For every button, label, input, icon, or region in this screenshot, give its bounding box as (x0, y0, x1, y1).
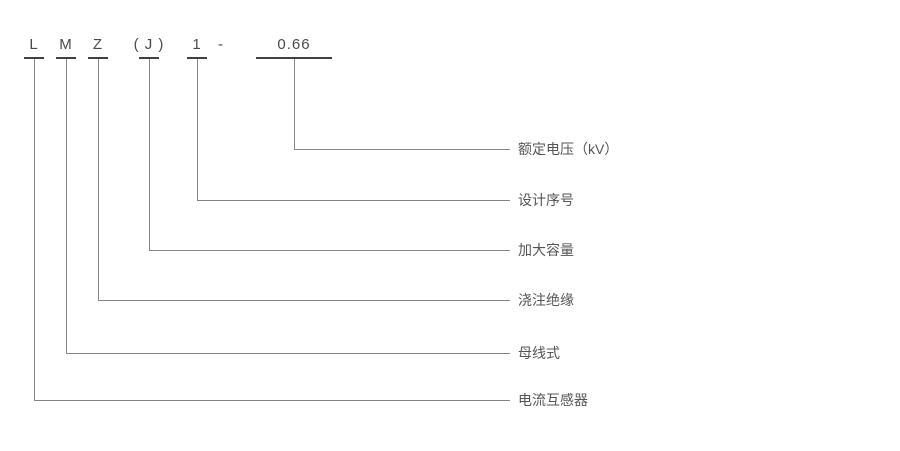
code-separator-dash: - (218, 36, 224, 53)
label-enlarged-capacity: 加大容量 (518, 242, 574, 258)
connector-vline-1 (197, 59, 198, 200)
tick-mark-z (88, 57, 108, 59)
connector-vline-l (34, 59, 35, 400)
connector-hline-l (34, 400, 510, 401)
connector-vline-0-66 (294, 59, 295, 149)
code-token-j: ( J ) (133, 36, 165, 53)
tick-mark-l (24, 57, 44, 59)
code-token-m: M (59, 36, 73, 53)
connector-hline-z (98, 300, 510, 301)
code-token-z: Z (92, 36, 104, 53)
connector-vline-z (98, 59, 99, 300)
connector-hline-j (149, 250, 510, 251)
label-design-serial: 设计序号 (518, 192, 574, 208)
tick-mark-j (139, 57, 159, 59)
label-busbar-type: 母线式 (518, 345, 560, 361)
code-token-0-66: 0.66 (277, 36, 311, 53)
connector-hline-m (66, 353, 510, 354)
tick-mark-m (56, 57, 76, 59)
connector-hline-1 (197, 200, 510, 201)
tick-mark-1 (187, 57, 207, 59)
code-token-1: 1 (192, 36, 202, 53)
tick-mark-0-66 (256, 57, 332, 59)
connector-vline-j (149, 59, 150, 250)
connector-hline-0-66 (294, 149, 510, 150)
code-token-l: L (29, 36, 39, 53)
connector-vline-m (66, 59, 67, 353)
label-rated-voltage: 额定电压（kV） (518, 141, 619, 157)
label-cast-insulation: 浇注绝缘 (518, 292, 574, 308)
label-current-transformer: 电流互感器 (518, 392, 588, 408)
